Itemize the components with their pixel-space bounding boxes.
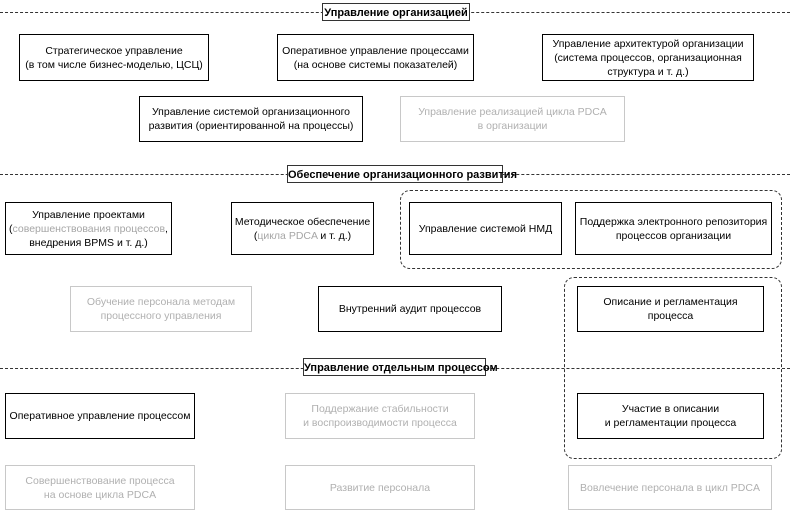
box-strategic-management: Стратегическое управление (в том числе б… bbox=[19, 34, 209, 81]
box-methodical-support: Методическое обеспечение (цикла PDCA и т… bbox=[231, 202, 374, 255]
paren-close: и т. д.) bbox=[317, 229, 352, 242]
box-nmd-system: Управление системой НМД bbox=[409, 202, 562, 255]
box-personnel-involvement: Вовлечение персонала в цикл PDCA bbox=[568, 465, 772, 510]
box-line: Совершенствование процесса bbox=[25, 474, 175, 487]
group-nmd-repository bbox=[400, 190, 782, 269]
box-line: внедрения BPMS и т. д.) bbox=[29, 236, 148, 249]
box-pdca-implementation: Управление реализацией цикла PDCA в орга… bbox=[400, 96, 625, 142]
box-process-improvement: Совершенствование процесса на основе цик… bbox=[5, 465, 195, 510]
box-line: Внутренний аудит процессов bbox=[338, 303, 482, 315]
group-description-participation bbox=[564, 277, 782, 459]
box-line: Управление архитектурой организации bbox=[552, 37, 744, 50]
box-line: Управление реализацией цикла PDCA bbox=[418, 106, 607, 118]
box-electronic-repository: Поддержка электронного репозитория проце… bbox=[575, 202, 772, 255]
paren: ( bbox=[253, 229, 258, 242]
box-line: (совершенствования процессов, bbox=[9, 222, 168, 236]
box-line: Оперативное управление процессом bbox=[9, 410, 191, 422]
box-line: структура и т. д.) bbox=[607, 65, 689, 78]
box-process-stability: Поддержание стабильности и воспроизводим… bbox=[285, 393, 475, 439]
box-line: и регламентации процесса bbox=[604, 417, 737, 429]
box-line: Развитие персонала bbox=[329, 481, 431, 494]
box-operational-process-management: Оперативное управление процессами (на ос… bbox=[277, 34, 474, 81]
box-line: Вовлечение персонала в цикл PDCA bbox=[580, 481, 760, 494]
box-line: Участие в описании bbox=[621, 403, 720, 415]
box-line: (система процессов, организационная bbox=[554, 51, 742, 64]
header-org-management: Управление организацией bbox=[322, 3, 470, 21]
box-operational-process: Оперативное управление процессом bbox=[5, 393, 195, 439]
box-line: Описание и регламентация bbox=[603, 296, 738, 308]
box-line: процессов организации bbox=[615, 229, 732, 242]
highlight-text: цикла PDCA bbox=[257, 229, 318, 242]
box-line: процессного управления bbox=[100, 310, 222, 322]
comma: , bbox=[165, 222, 168, 235]
box-line: Поддержание стабильности bbox=[311, 403, 449, 415]
box-line: (цикла PDCA и т. д.) bbox=[254, 229, 351, 243]
box-line: Управление проектами bbox=[32, 208, 145, 221]
box-line: Оперативное управление процессами bbox=[282, 44, 469, 57]
box-line: (на основе системы показателей) bbox=[293, 58, 458, 71]
box-process-description: Описание и регламентация процесса bbox=[577, 286, 764, 332]
box-staff-training: Обучение персонала методам процессного у… bbox=[70, 286, 252, 332]
header-process-management: Управление отдельным процессом bbox=[303, 358, 498, 376]
box-participation-description: Участие в описании и регламентации проце… bbox=[577, 393, 764, 439]
box-line: Управление системой организационного bbox=[151, 106, 351, 118]
box-line: развития (ориентированной на процессы) bbox=[148, 120, 354, 132]
box-personnel-development: Развитие персонала bbox=[285, 465, 475, 510]
box-architecture-management: Управление архитектурой организации (сис… bbox=[542, 34, 754, 81]
box-line: (в том числе бизнес-моделью, ЦСЦ) bbox=[25, 58, 203, 71]
box-line: в организации bbox=[477, 120, 548, 132]
box-project-management: Управление проектами (совершенствования … bbox=[5, 202, 172, 255]
paren: ( bbox=[9, 222, 13, 235]
box-internal-audit: Внутренний аудит процессов bbox=[318, 286, 502, 332]
box-line: Поддержка электронного репозитория bbox=[579, 215, 768, 228]
box-line: Методическое обеспечение bbox=[234, 215, 371, 228]
box-line: и воспроизводимости процесса bbox=[303, 417, 457, 429]
box-line: Стратегическое управление bbox=[45, 44, 183, 57]
header-org-development: Обеспечение организационного развития bbox=[287, 165, 517, 183]
box-line: Обучение персонала методам bbox=[86, 296, 236, 308]
box-line: Управление системой НМД bbox=[418, 222, 553, 235]
box-line: процесса bbox=[647, 310, 694, 322]
box-org-development-system: Управление системой организационного раз… bbox=[139, 96, 363, 142]
box-line: на основе цикла PDCA bbox=[43, 488, 157, 501]
highlight-text: совершенствования процессов bbox=[12, 222, 166, 235]
